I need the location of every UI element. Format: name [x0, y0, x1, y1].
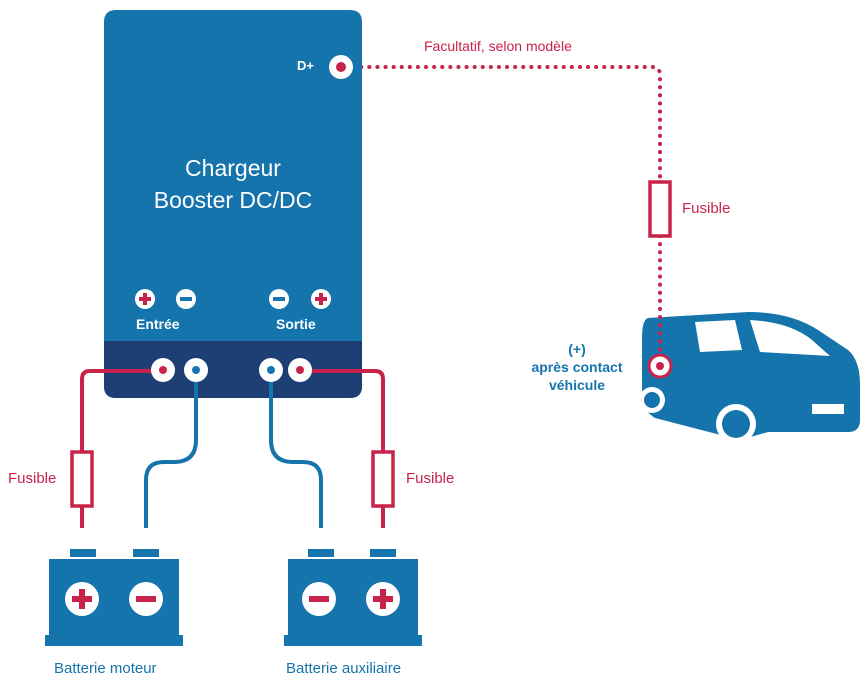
- input-negative-terminal: [184, 358, 208, 382]
- d-plus-optional-wire: [343, 65, 662, 368]
- charger-title: Chargeur Booster DC/DC: [104, 152, 362, 216]
- fuse-icon: [70, 450, 94, 508]
- fuse-icon: [648, 180, 672, 238]
- output-plus-icon: [311, 289, 331, 309]
- output-positive-terminal: [288, 358, 312, 382]
- fuse-label-vehicle: Fusible: [682, 200, 731, 217]
- engine-negative-wire: [144, 371, 198, 528]
- charger-title-line1: Chargeur: [185, 155, 281, 181]
- vehicle-label-line2: après contact: [531, 359, 623, 375]
- auxiliary-positive-wire: [300, 369, 385, 528]
- fuse-icon: [371, 450, 395, 508]
- input-positive-terminal: [151, 358, 175, 382]
- output-negative-terminal: [259, 358, 283, 382]
- charger-box: [104, 10, 362, 398]
- van-icon: [639, 312, 860, 444]
- engine-positive-wire: [80, 369, 163, 528]
- output-label: Sortie: [276, 316, 316, 332]
- vehicle-label-line3: véhicule: [548, 377, 606, 393]
- auxiliary-battery-label: Batterie auxiliaire: [286, 660, 402, 677]
- fuse-label-engine: Fusible: [8, 470, 57, 487]
- auxiliary-battery-icon: [284, 549, 422, 646]
- input-minus-icon: [176, 289, 196, 309]
- engine-battery-label: Batterie moteur: [54, 660, 157, 677]
- optional-label: Facultatif, selon modèle: [424, 38, 572, 54]
- output-minus-icon: [269, 289, 289, 309]
- input-label: Entrée: [136, 316, 180, 332]
- engine-battery-icon: [45, 549, 183, 646]
- vehicle-label: (+) après contact véhicule: [516, 340, 638, 394]
- charger-title-line2: Booster DC/DC: [153, 187, 313, 213]
- fuse-label-auxiliary: Fusible: [406, 470, 455, 487]
- input-plus-icon: [135, 289, 155, 309]
- auxiliary-negative-wire: [269, 371, 323, 528]
- d-plus-label: D+: [297, 58, 314, 73]
- vehicle-label-line1: (+): [568, 341, 586, 357]
